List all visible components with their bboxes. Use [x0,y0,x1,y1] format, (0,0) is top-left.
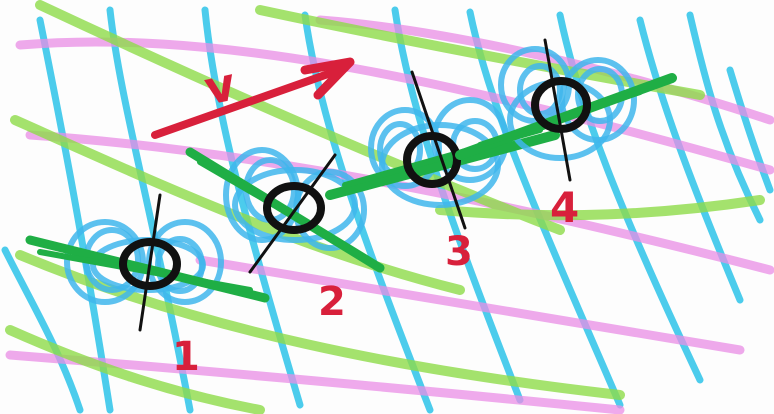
particle-2-label: 2 [318,279,346,325]
particle-4-label: 4 [550,183,579,232]
particle-1-label: 1 [172,334,200,380]
velocity-label: v [200,57,241,116]
particle-3-label: 3 [445,229,473,275]
light-green-field-lines [10,5,760,410]
